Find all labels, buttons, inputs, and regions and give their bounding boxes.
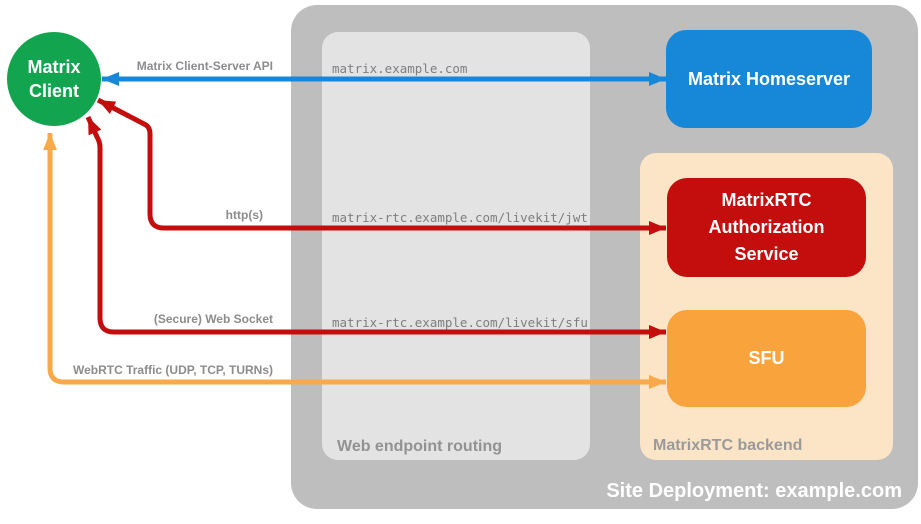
- site-deployment-caption: Site Deployment: example.com: [606, 480, 902, 502]
- matrixrtc-backend-caption: MatrixRTC backend: [653, 437, 803, 454]
- client-server-api-connection-label: Matrix Client-Server API: [136, 59, 273, 73]
- sfu-label: SFU: [748, 348, 785, 369]
- matrix-client-label: Matrix Client: [27, 56, 81, 101]
- endpoint-livekit-jwt: matrix-rtc.example.com/livekit/jwt: [332, 210, 588, 225]
- endpoint-matrix-example-com: matrix.example.com: [332, 61, 468, 76]
- https-connection-label: http(s): [225, 208, 263, 222]
- matrixrtc-authorization-service-label: MatrixRTC Authorization Service: [708, 190, 825, 264]
- matrix-homeserver-label: Matrix Homeserver: [687, 68, 851, 89]
- sfu-node: SFU: [667, 310, 866, 407]
- matrixrtc-authorization-service-node: MatrixRTC Authorization Service: [667, 178, 866, 277]
- web-endpoint-routing-container: [322, 32, 590, 460]
- web-socket-connection-label: (Secure) Web Socket: [153, 312, 273, 326]
- endpoint-livekit-sfu: matrix-rtc.example.com/livekit/sfu: [332, 315, 588, 330]
- webrtc-traffic-connection-label: WebRTC Traffic (UDP, TCP, TURNs): [72, 363, 273, 377]
- matrix-homeserver-node: Matrix Homeserver: [666, 30, 872, 128]
- web-endpoint-routing-caption: Web endpoint routing: [337, 438, 503, 455]
- matrix-client-node: Matrix Client: [7, 32, 101, 126]
